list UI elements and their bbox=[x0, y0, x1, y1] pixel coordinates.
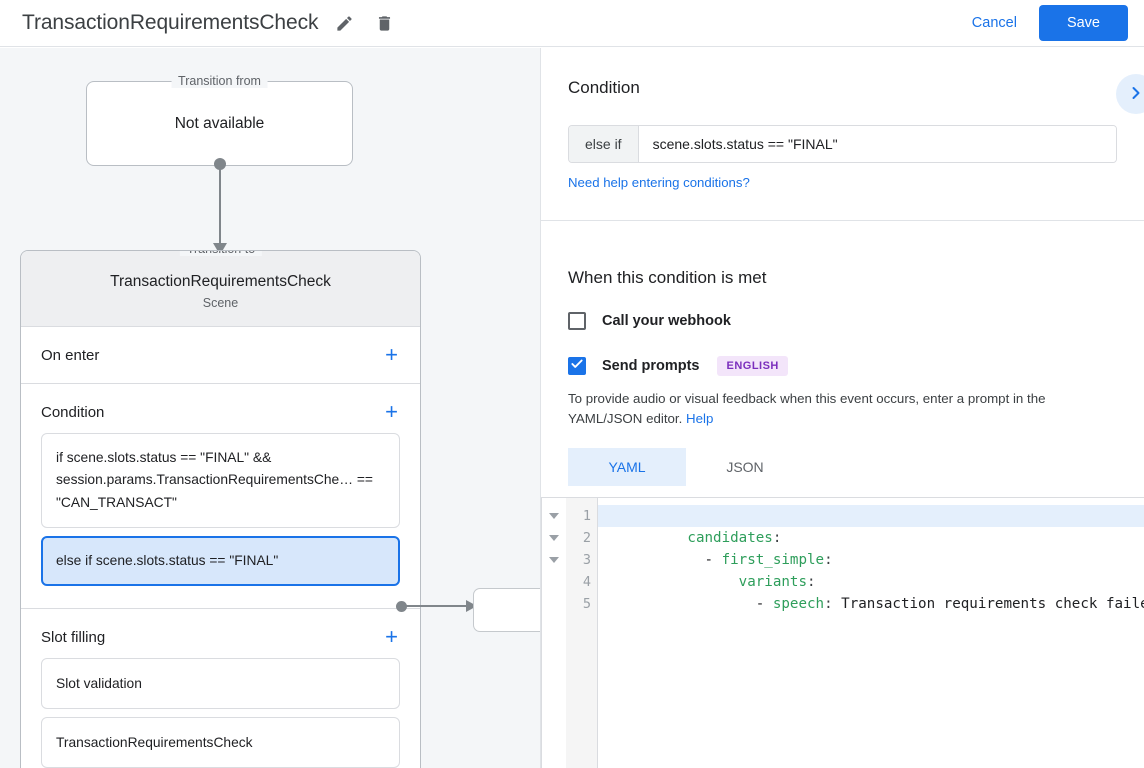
code-line[interactable]: - speech: Transaction requirements check… bbox=[598, 571, 1144, 612]
scene-type: Scene bbox=[202, 296, 239, 310]
section-on-enter: On enter + bbox=[21, 327, 420, 384]
transition-from-value: Not available bbox=[174, 114, 265, 132]
fold-toggle-icon[interactable] bbox=[542, 505, 566, 527]
scene-card-header: TransactionRequirementsCheck Scene bbox=[21, 251, 420, 327]
page-title: TransactionRequirementsCheck bbox=[22, 11, 319, 34]
condition-heading: Condition bbox=[568, 78, 640, 97]
transition-graph-panel: Transition from Not available Transition… bbox=[0, 48, 540, 768]
code-key: first_simple bbox=[721, 552, 825, 569]
webhook-row[interactable]: Call your webhook bbox=[568, 312, 1117, 330]
code-colon: : bbox=[824, 596, 833, 613]
code-line[interactable]: candidates: bbox=[598, 505, 1144, 546]
fold-toggle-icon[interactable] bbox=[542, 549, 566, 571]
cancel-button[interactable]: Cancel bbox=[958, 6, 1031, 40]
call-webhook-checkbox[interactable] bbox=[568, 312, 586, 330]
yaml-code-editor[interactable]: 1 2 3 4 5 candidates: - first_simple: va… bbox=[541, 497, 1144, 768]
checkmark-icon bbox=[570, 357, 584, 376]
code-line[interactable]: variants: bbox=[598, 549, 1144, 590]
condition-section: Condition else if scene.slots.status == … bbox=[541, 48, 1144, 192]
selected-condition-arrow-icon bbox=[466, 600, 477, 612]
line-number: 5 bbox=[582, 596, 591, 613]
condition-input-row[interactable]: else if scene.slots.status == "FINAL" bbox=[568, 125, 1117, 163]
code-line-numbers: 1 2 3 4 5 bbox=[566, 498, 598, 768]
condition-prefix-label: else if bbox=[569, 126, 639, 162]
code-line[interactable]: - first_simple: bbox=[598, 527, 1144, 568]
section-title-on-enter: On enter bbox=[41, 346, 100, 364]
section-title-slot-filling: Slot filling bbox=[41, 628, 106, 646]
section-condition: Condition + if scene.slots.status == "FI… bbox=[21, 384, 420, 610]
editor-format-tabs: YAML JSON bbox=[568, 448, 1117, 487]
prompt-help-link[interactable]: Help bbox=[686, 411, 714, 427]
when-condition-met-heading: When this condition is met bbox=[568, 268, 767, 287]
add-condition-button[interactable]: + bbox=[385, 399, 398, 424]
selected-condition-connector-line bbox=[405, 605, 471, 607]
language-badge: ENGLISH bbox=[717, 356, 788, 376]
scene-name: TransactionRequirementsCheck bbox=[110, 273, 331, 290]
save-button[interactable]: Save bbox=[1038, 5, 1128, 41]
next-node-card[interactable] bbox=[473, 588, 540, 632]
code-content-area[interactable]: candidates: - first_simple: variants: - … bbox=[598, 498, 1144, 768]
add-on-enter-button[interactable]: + bbox=[385, 342, 398, 367]
section-header: Condition + bbox=[21, 384, 420, 433]
line-number: 3 bbox=[582, 552, 591, 569]
line-number: 4 bbox=[582, 574, 591, 591]
delete-button[interactable] bbox=[370, 9, 398, 37]
line-number: 2 bbox=[582, 530, 591, 547]
when-condition-met-section: When this condition is met Call your web… bbox=[541, 238, 1144, 487]
code-colon: : bbox=[824, 552, 833, 569]
slot-item[interactable]: TransactionRequirementsCheck bbox=[41, 717, 400, 768]
app-header: TransactionRequirementsCheck Cancel Save bbox=[0, 0, 1144, 47]
code-indent bbox=[687, 574, 738, 590]
condition-item-selected[interactable]: else if scene.slots.status == "FINAL" bbox=[41, 536, 400, 587]
add-slot-filling-button[interactable]: + bbox=[385, 624, 398, 650]
code-key: candidates bbox=[687, 530, 773, 547]
condition-expression-input[interactable]: scene.slots.status == "FINAL" bbox=[638, 126, 1116, 162]
code-key: speech bbox=[772, 596, 825, 613]
line-number: 1 bbox=[582, 508, 591, 525]
send-prompts-checkbox[interactable] bbox=[568, 357, 586, 375]
section-slot-filling: Slot filling + Slot validation Transacti… bbox=[21, 609, 420, 768]
code-colon: : bbox=[772, 530, 782, 547]
prompt-description: To provide audio or visual feedback when… bbox=[568, 389, 1117, 429]
transition-to-legend: Transition to bbox=[179, 251, 263, 256]
trash-icon bbox=[375, 14, 394, 33]
fold-toggle-icon[interactable] bbox=[542, 527, 566, 549]
transition-from-legend: Transition from bbox=[171, 74, 268, 88]
send-prompts-row[interactable]: Send prompts ENGLISH bbox=[568, 356, 1117, 376]
panel-horizontal-divider bbox=[541, 220, 1144, 221]
code-fold-gutter bbox=[542, 498, 566, 768]
code-indent: - bbox=[687, 552, 722, 569]
call-webhook-label: Call your webhook bbox=[602, 313, 731, 329]
code-colon: : bbox=[807, 574, 816, 591]
section-header: On enter + bbox=[21, 327, 420, 383]
header-actions: Cancel Save bbox=[958, 5, 1128, 41]
condition-help-link[interactable]: Need help entering conditions? bbox=[568, 175, 750, 190]
slot-item[interactable]: Slot validation bbox=[41, 658, 400, 710]
transition-to-card: Transition to TransactionRequirementsChe… bbox=[20, 250, 421, 768]
code-key: variants bbox=[738, 574, 808, 591]
selected-condition-connector-dot bbox=[396, 601, 407, 612]
expand-panel-button[interactable] bbox=[1116, 74, 1144, 114]
code-value: Transaction requirements check failed bbox=[832, 596, 1144, 613]
connector-line bbox=[219, 164, 221, 246]
condition-detail-panel: Condition else if scene.slots.status == … bbox=[541, 48, 1144, 768]
pencil-icon bbox=[335, 14, 354, 33]
transition-from-card: Transition from Not available bbox=[86, 74, 353, 166]
prompt-description-text: To provide audio or visual feedback when… bbox=[568, 391, 1046, 427]
tab-json[interactable]: JSON bbox=[686, 448, 804, 486]
tab-yaml[interactable]: YAML bbox=[568, 448, 686, 487]
send-prompts-label: Send prompts bbox=[602, 358, 700, 374]
panel-vertical-divider bbox=[540, 48, 541, 768]
code-indent: - bbox=[687, 596, 773, 613]
section-header: Slot filling + bbox=[21, 609, 420, 658]
edit-title-button[interactable] bbox=[330, 9, 358, 37]
chevron-right-icon bbox=[1126, 83, 1144, 106]
section-title-condition: Condition bbox=[41, 403, 105, 421]
condition-item[interactable]: if scene.slots.status == "FINAL" && sess… bbox=[41, 433, 400, 529]
